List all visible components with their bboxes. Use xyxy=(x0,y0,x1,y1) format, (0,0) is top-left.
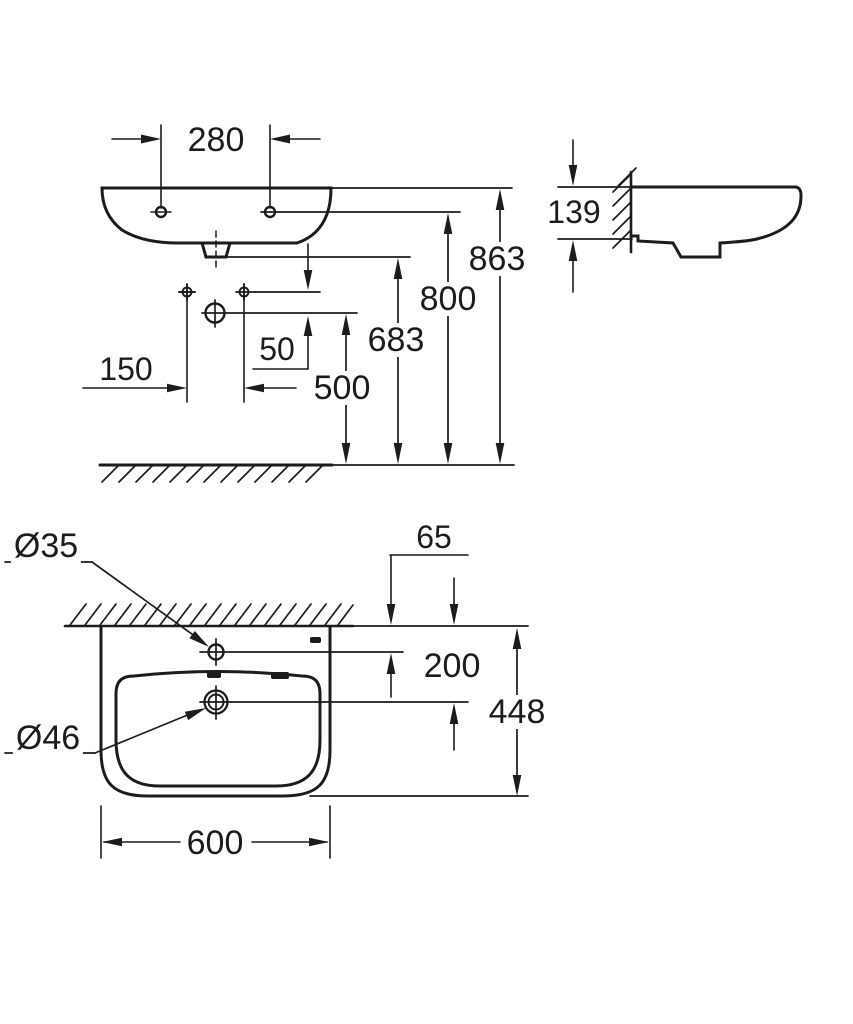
dim-label-65: 65 xyxy=(413,521,455,553)
front-reference-lines xyxy=(201,187,513,314)
plan-basin-outer-outline xyxy=(99,625,332,798)
dim-label-139: 139 xyxy=(544,196,604,228)
dim-label-863: 863 xyxy=(465,242,529,276)
dim-label-280: 280 xyxy=(184,123,248,157)
plan-drain-crosshair xyxy=(199,685,469,720)
front-dim-50 xyxy=(252,243,313,370)
plan-wall-hatching xyxy=(69,603,354,626)
front-basin-outline xyxy=(100,186,333,245)
dim-label-683: 683 xyxy=(364,323,428,357)
front-dim-150 xyxy=(82,295,297,403)
dim-label-448: 448 xyxy=(485,695,549,729)
plan-tap-hole-crosshair xyxy=(199,638,404,666)
plan-rear-right-mark xyxy=(271,672,289,679)
plan-overflow-mark xyxy=(310,637,321,643)
front-dim-280 xyxy=(111,124,321,209)
floor-hatching xyxy=(101,465,323,483)
dim-label-200: 200 xyxy=(420,649,484,683)
dim-label-600: 600 xyxy=(183,826,247,860)
side-reference-lines xyxy=(557,186,633,240)
side-view xyxy=(557,139,803,293)
plan-view xyxy=(4,554,529,859)
dim-label-150: 150 xyxy=(96,353,156,385)
plan-dim-200 xyxy=(449,577,459,751)
dim-label-dia35: Ø35 xyxy=(10,529,82,563)
dim-label-500: 500 xyxy=(310,371,374,405)
plan-basin-inner-bowl xyxy=(114,670,322,788)
plan-leader-dia35 xyxy=(4,561,209,647)
front-tap-holes xyxy=(154,205,277,219)
side-dim-139 xyxy=(568,139,578,293)
side-basin-profile xyxy=(629,185,803,259)
dim-label-dia46: Ø46 xyxy=(12,721,84,755)
plan-dim-600 xyxy=(100,805,331,859)
dim-label-50: 50 xyxy=(256,333,298,365)
plan-rear-center-mark xyxy=(207,672,221,678)
dim-label-800: 800 xyxy=(416,282,480,316)
plan-dim-65 xyxy=(386,554,469,698)
